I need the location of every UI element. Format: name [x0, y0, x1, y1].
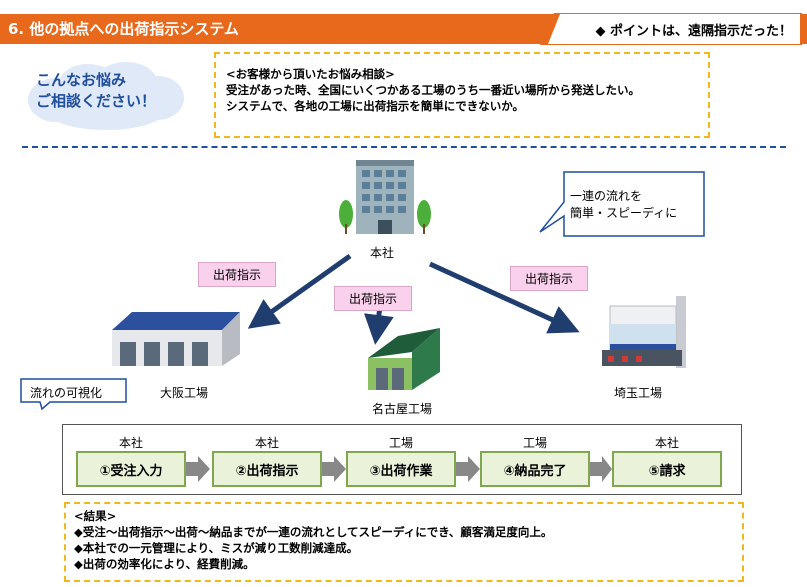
cloud-line-1: こんなお悩み: [36, 71, 127, 89]
arrow-to-osaka: [247, 253, 352, 329]
point-text: ◆ ポイントは、遠隔指示だった！: [595, 23, 792, 39]
flow-frame: [62, 424, 742, 495]
result-item-1: ◆受注～出荷指示～出荷～納品までが一連の流れとしてスピーディにでき、顧客満足度向…: [74, 525, 553, 539]
flow-step-3: ③出荷作業: [346, 451, 456, 487]
osaka-factory-icon: [112, 312, 240, 366]
step-owner-2: 本社: [254, 436, 279, 450]
section-divider: [22, 146, 786, 148]
visualize-label: 流れの可視化: [30, 386, 103, 400]
result-heading: <結果>: [74, 509, 117, 523]
consult-heading: <お客様から頂いたお悩み相談>: [226, 67, 395, 81]
step-owner-3: 工場: [388, 436, 413, 450]
nagoya-label: 名古屋工場: [372, 402, 433, 416]
point-badge: ◆ ポイントは、遠隔指示だった！: [548, 14, 800, 44]
osaka-label: 大阪工場: [160, 386, 209, 400]
bubble-text: 一連の流れを 簡単・スピーディに: [570, 188, 677, 222]
result-item-3: ◆出荷の効率化により、経費削減。: [74, 557, 255, 571]
bubble-line-2: 簡単・スピーディに: [570, 206, 678, 220]
flow-step-5: ⑤請求: [612, 451, 722, 487]
result-box: <結果> ◆受注～出荷指示～出荷～納品までが一連の流れとしてスピーディにでき、顧…: [64, 502, 744, 582]
nagoya-factory-icon: [368, 328, 440, 390]
speech-bubble: [539, 171, 705, 237]
consult-line-1: 受注があった時、全国にいくつかある工場のうち一番近い場所から発送したい。: [226, 83, 640, 97]
flow-step-2: ②出荷指示: [212, 451, 322, 487]
cloud-line-2: ご相談ください！: [36, 92, 157, 110]
visualize-callout: [20, 378, 127, 410]
hq-label: 本社: [370, 246, 395, 260]
instruction-label-right: 出荷指示: [510, 266, 589, 291]
headquarters-building-icon: [339, 160, 431, 234]
step-owner-4: 工場: [522, 436, 547, 450]
instruction-label-left: 出荷指示: [198, 262, 277, 287]
page-title: 6. 他の拠点への出荷指示システム: [8, 20, 239, 38]
step-owner-5: 本社: [654, 436, 679, 450]
saitama-label: 埼玉工場: [614, 386, 663, 400]
flow-step-4: ④納品完了: [480, 451, 590, 487]
bubble-line-1: 一連の流れを: [570, 189, 643, 203]
consult-line-2: システムで、各地の工場に出荷指示を簡単にできないか。: [226, 99, 524, 113]
instruction-label-center: 出荷指示: [334, 286, 413, 311]
flow-step-1: ①受注入力: [76, 451, 186, 487]
step-owner-1: 本社: [118, 436, 143, 450]
cloud-text: こんなお悩み ご相談ください！: [36, 70, 156, 112]
saitama-factory-icon: [602, 296, 686, 368]
result-item-2: ◆本社での一元管理により、ミスが減り工数削減達成。: [74, 541, 359, 555]
arrow-to-saitama: [428, 261, 580, 334]
consult-box: <お客様から頂いたお悩み相談> 受注があった時、全国にいくつかある工場のうち一番…: [214, 52, 710, 138]
cloud-shape: [28, 62, 184, 130]
